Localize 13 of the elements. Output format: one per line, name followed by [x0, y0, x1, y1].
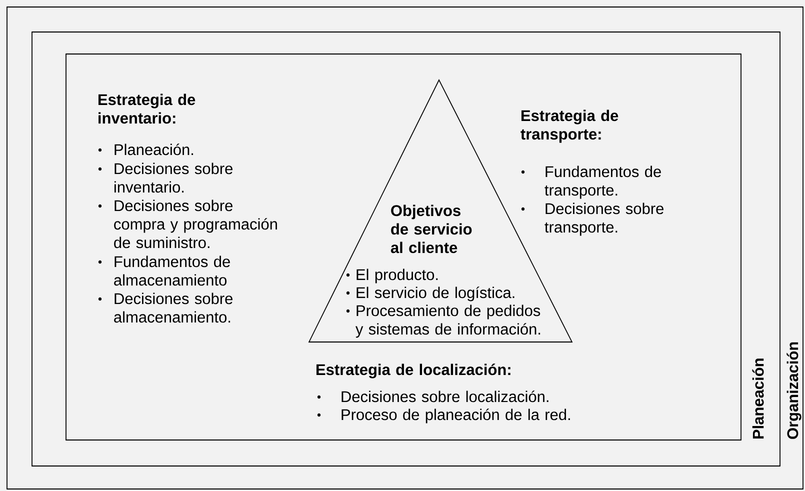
- section-heading: Estrategia de localización:: [316, 364, 510, 378]
- bullet-item: Planeación.: [98, 144, 194, 156]
- bullet-item: Proceso de planeación de la red.: [317, 408, 570, 424]
- section-heading: Estrategia de transporte:: [520, 110, 618, 143]
- bullet-item: Decisiones sobre inventario.: [98, 162, 232, 193]
- frame-box: [66, 54, 742, 440]
- section-heading: Estrategia de inventario:: [98, 94, 196, 124]
- bullet-item: Fundamentos de transporte.: [521, 166, 661, 199]
- bullet-item: Decisiones sobre localización.: [317, 390, 548, 402]
- bullet-item: Decisiones sobre transporte.: [521, 202, 664, 236]
- bullet-item: Fundamentos de almacenamiento: [98, 256, 230, 286]
- bullet-item: Decisiones sobre compra y programación de suministro.: [98, 200, 277, 248]
- bullet-item: Decisiones sobre almacenamiento.: [98, 292, 232, 323]
